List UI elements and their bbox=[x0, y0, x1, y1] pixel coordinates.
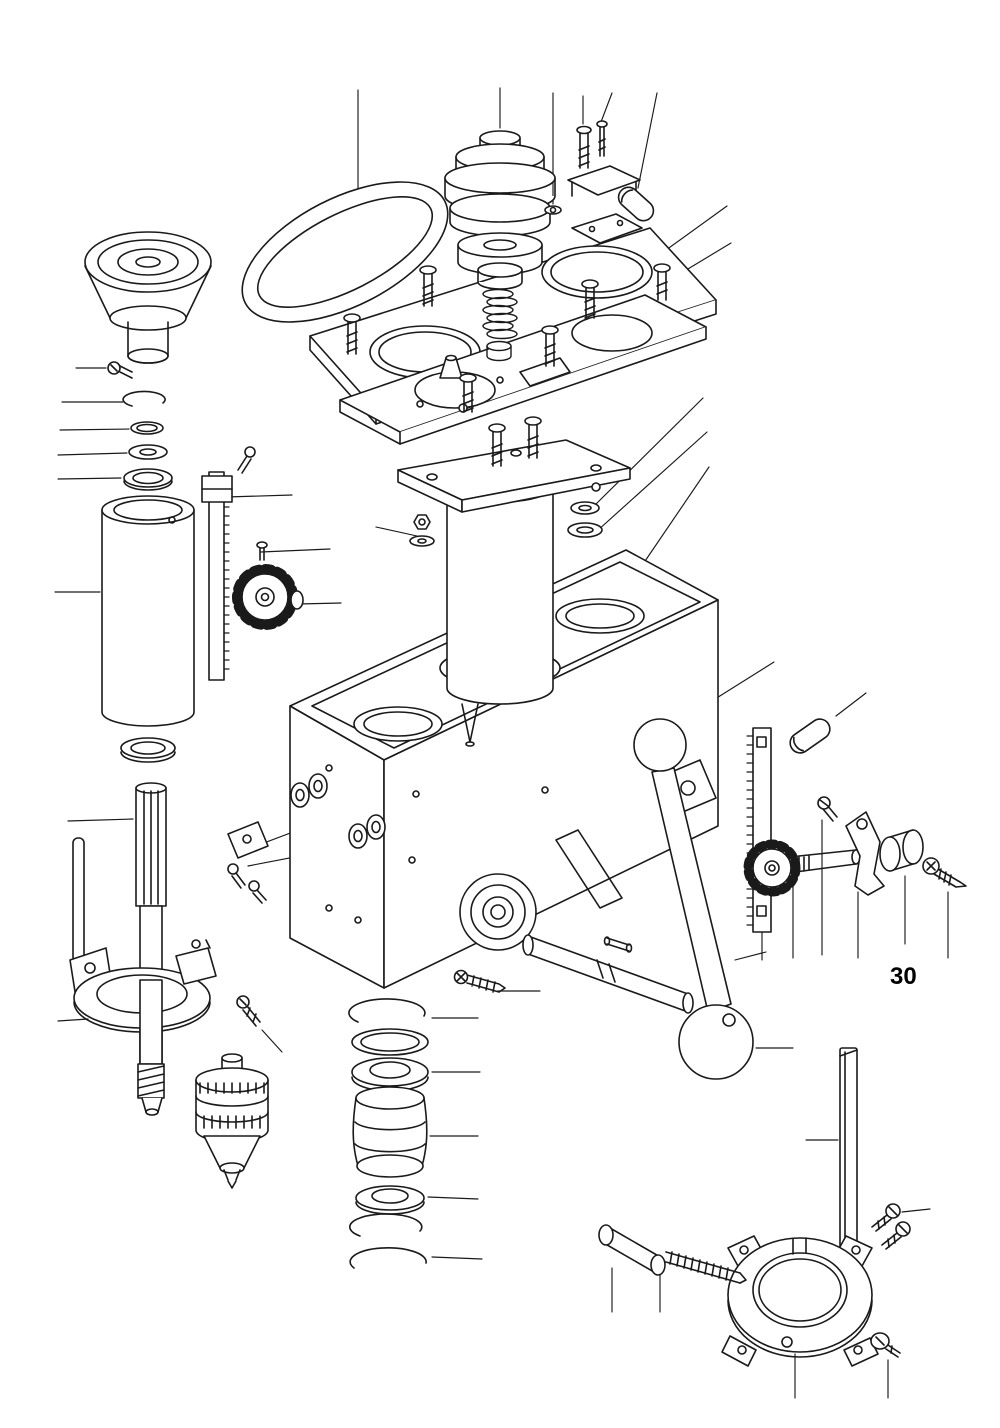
base-screw bbox=[453, 969, 506, 993]
set-screw-small bbox=[107, 361, 133, 379]
motor-mount-bracket bbox=[544, 120, 655, 244]
drill-chuck bbox=[195, 1053, 269, 1189]
plate-screws bbox=[343, 263, 671, 413]
table-clamp-ring bbox=[721, 1235, 879, 1367]
chuck-screw bbox=[236, 995, 261, 1027]
quill-cap-plate bbox=[397, 416, 631, 547]
feed-handle bbox=[633, 718, 754, 1080]
feed-rack bbox=[201, 446, 256, 681]
spindle-pulley bbox=[457, 232, 543, 290]
clamp-bolt bbox=[665, 1251, 747, 1284]
cone-pulley bbox=[444, 130, 556, 237]
quill-bearing-stack bbox=[348, 998, 429, 1269]
return-spring bbox=[482, 288, 518, 362]
depth-stop-rod bbox=[72, 837, 85, 963]
depth-lock-assembly bbox=[743, 718, 967, 933]
part-number-label: 30 bbox=[890, 963, 917, 990]
cable-clamp bbox=[227, 821, 269, 904]
t-handle bbox=[598, 1224, 666, 1276]
column-rack-bar bbox=[839, 1047, 858, 1253]
clamp-screws bbox=[871, 1203, 911, 1250]
spindle-lower-shaft bbox=[137, 979, 165, 1116]
sleeve-bearing-ring bbox=[120, 737, 176, 763]
washer-stack bbox=[122, 390, 173, 491]
feed-pinion-gear bbox=[232, 541, 304, 630]
drive-belt bbox=[241, 181, 449, 323]
spindle-sleeve bbox=[101, 495, 195, 727]
table-lock-screw bbox=[870, 1332, 901, 1358]
clamp-shaft bbox=[522, 934, 694, 1014]
spindle-v-pulley bbox=[84, 231, 212, 364]
head-lower-plate bbox=[339, 294, 707, 445]
